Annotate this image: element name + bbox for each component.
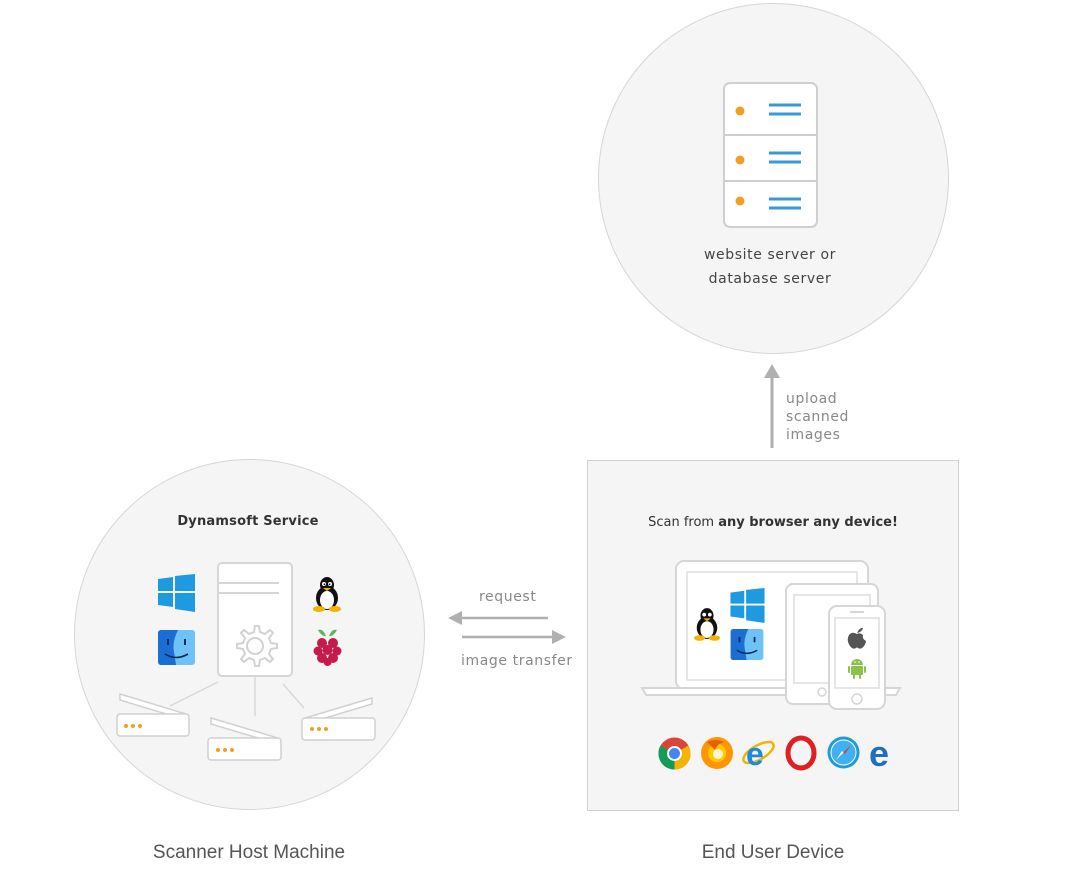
firefox-icon: [701, 737, 733, 769]
linux-tux-icon: [693, 608, 721, 641]
device-title-prefix: Scan from: [648, 515, 719, 530]
server-label-line2: database server: [708, 271, 832, 287]
upload-label-line2: scanned: [786, 409, 850, 425]
finder-logo-icon: [730, 629, 764, 660]
opera-icon: [785, 735, 817, 771]
edge-icon: e: [869, 733, 889, 774]
service-box-icon: [217, 562, 293, 677]
scanner-icon: [301, 696, 376, 741]
image-transfer-arrow: [462, 630, 566, 644]
svg-text:e: e: [869, 733, 889, 774]
upload-arrow: [764, 364, 780, 448]
internet-explorer-icon: e: [742, 736, 775, 772]
chrome-icon: [658, 737, 691, 770]
host-title: Dynamsoft Service: [177, 514, 319, 529]
finder-logo-icon: [158, 630, 195, 665]
scanner-host-caption: Scanner Host Machine: [152, 842, 346, 863]
device-title: Scan from any browser any device!: [600, 515, 946, 530]
safari-icon: [827, 736, 860, 769]
request-label: request: [479, 589, 537, 605]
scanner-icon: [116, 692, 190, 737]
gear-icon: [236, 625, 278, 667]
server-rack-icon: [723, 82, 818, 228]
apple-logo-icon: [847, 627, 866, 649]
upload-label-line1: upload: [786, 391, 838, 407]
windows-logo-icon: [730, 588, 765, 623]
raspberry-pi-icon: [313, 629, 342, 666]
windows-logo-icon: [158, 574, 195, 612]
phone-icon: [828, 605, 886, 710]
device-title-bold: any browser any device!: [718, 515, 898, 530]
android-logo-icon: [848, 659, 866, 679]
end-user-device-caption: End User Device: [701, 842, 845, 863]
upload-label-line3: images: [786, 427, 841, 443]
server-label-line1: website server or: [704, 247, 836, 263]
scanner-icon: [207, 716, 282, 761]
svg-text:e: e: [746, 736, 764, 772]
image-transfer-label: image transfer: [461, 653, 573, 669]
request-arrow: [448, 611, 548, 625]
linux-tux-icon: [313, 577, 341, 612]
